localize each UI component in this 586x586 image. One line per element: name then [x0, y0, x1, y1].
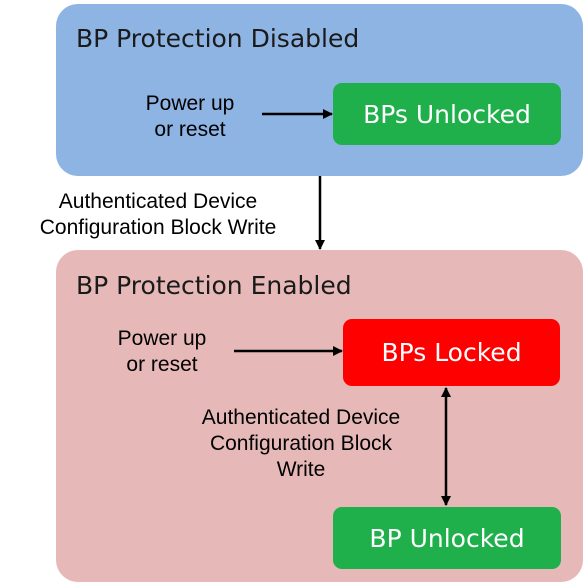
transition-label-line-1: Authenticated Device	[58, 190, 258, 213]
transition-label: Authenticated Device Configuration Block…	[0, 189, 316, 241]
top-power-up-label: Power up or reset	[120, 91, 260, 143]
toggle-transition-label-line-1: Authenticated Device	[201, 406, 401, 429]
top-power-up-label-line-2: or reset	[154, 118, 226, 141]
top-power-up-label-line-1: Power up	[145, 92, 235, 115]
protection-disabled-title: BP Protection Disabled	[76, 24, 360, 53]
transition-label-line-2: Configuration Block Write	[39, 216, 277, 239]
toggle-transition-label-line-3: Write	[276, 458, 326, 481]
toggle-transition-label: Authenticated Device Configuration Block…	[170, 405, 432, 483]
protection-enabled-title: BP Protection Enabled	[76, 271, 352, 300]
bps-locked-state: BPs Locked	[343, 319, 560, 386]
bottom-power-up-label: Power up or reset	[92, 326, 232, 378]
toggle-transition-label-line-2: Configuration Block	[209, 432, 393, 455]
bottom-power-up-label-line-1: Power up	[117, 327, 207, 350]
bps-unlocked-state: BPs Unlocked	[333, 83, 561, 145]
bp-unlocked-state: BP Unlocked	[333, 507, 561, 569]
bottom-power-up-label-line-2: or reset	[126, 353, 198, 376]
